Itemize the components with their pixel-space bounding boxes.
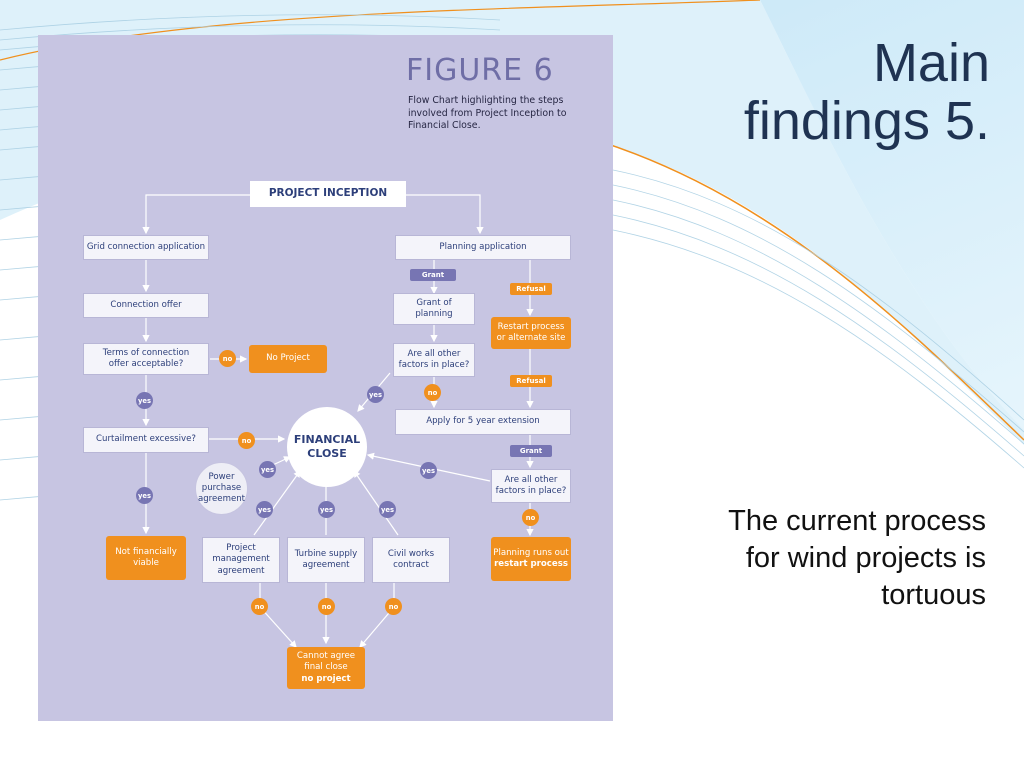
slide-title: Main findings 5. bbox=[744, 34, 990, 150]
label-yes: yes bbox=[379, 501, 396, 518]
figure-title: FIGURE 6 bbox=[406, 53, 554, 88]
node-text: factors in place? bbox=[495, 486, 567, 496]
label-yes: yes bbox=[318, 501, 335, 518]
node-apply-extension: Apply for 5 year extension bbox=[395, 409, 571, 435]
node-text: purchase bbox=[201, 482, 242, 493]
connector bbox=[259, 583, 297, 648]
node-terms-of-connection: Terms of connection offer acceptable? bbox=[83, 343, 209, 375]
node-text: Terms of connection bbox=[102, 347, 190, 358]
caption-line: Flow Chart highlighting the steps bbox=[408, 95, 564, 106]
node-text: agreement bbox=[197, 494, 246, 505]
node-text: final close bbox=[304, 662, 348, 673]
node-not-financially-viable: Not financially viable bbox=[106, 536, 186, 580]
node-text: Turbine supply bbox=[294, 548, 358, 559]
node-planning-runs-out: Planning runs out restart process bbox=[491, 537, 571, 581]
connector bbox=[406, 194, 484, 235]
label-refusal: Refusal bbox=[510, 283, 552, 295]
figure-caption: Flow Chart highlighting the steps involv… bbox=[408, 95, 608, 133]
node-text: Are all other bbox=[407, 348, 461, 359]
node-planning-application: Planning application bbox=[395, 235, 571, 260]
label-no: no bbox=[219, 350, 236, 367]
label-grant: Grant bbox=[510, 445, 552, 457]
label-yes: yes bbox=[136, 487, 153, 504]
node-cannot-agree: Cannot agree final close no project bbox=[287, 647, 365, 689]
node-text: agreement bbox=[217, 565, 265, 576]
body-line: tortuous bbox=[881, 579, 986, 611]
label-no: no bbox=[318, 598, 335, 615]
node-text: offer acceptable? bbox=[108, 359, 184, 369]
connector bbox=[253, 470, 301, 536]
node-restart-process: Restart process or alternate site bbox=[491, 317, 571, 349]
label-yes: yes bbox=[136, 392, 153, 409]
node-text: contract bbox=[393, 560, 429, 570]
node-text: Civil works bbox=[387, 548, 435, 559]
label-grant: Grant bbox=[410, 269, 456, 281]
node-text: restart process bbox=[494, 559, 568, 569]
caption-line: Financial Close. bbox=[408, 120, 481, 131]
label-yes: yes bbox=[259, 461, 276, 478]
node-text: Cannot agree bbox=[296, 651, 356, 662]
slide-body-text: The current process for wind projects is… bbox=[656, 503, 986, 614]
node-text: agreement bbox=[302, 560, 350, 570]
connector bbox=[353, 470, 399, 536]
node-text: Planning runs out bbox=[493, 547, 569, 558]
node-civil-works-contract: Civil works contract bbox=[372, 537, 450, 583]
connector bbox=[359, 583, 395, 648]
node-all-other-factors-1: Are all other factors in place? bbox=[393, 343, 475, 377]
node-text: management bbox=[212, 554, 270, 565]
caption-line: involved from Project Inception to bbox=[408, 107, 567, 119]
node-power-purchase-agreement: Power purchase agreement bbox=[195, 462, 248, 515]
node-no-project: No Project bbox=[249, 345, 327, 373]
connector bbox=[142, 194, 250, 235]
flowchart-figure: FIGURE 6 Flow Chart highlighting the ste… bbox=[38, 35, 613, 721]
label-no: no bbox=[238, 432, 255, 449]
node-grant-of-planning: Grant of planning bbox=[393, 293, 475, 325]
label-no: no bbox=[251, 598, 268, 615]
label-no: no bbox=[424, 384, 441, 401]
node-project-management-agreement: Project management agreement bbox=[202, 537, 280, 583]
node-text: Project bbox=[226, 543, 256, 554]
label-no: no bbox=[522, 509, 539, 526]
body-line: The current process bbox=[728, 505, 986, 537]
body-line: for wind projects is bbox=[745, 542, 986, 574]
label-refusal: Refusal bbox=[510, 375, 552, 387]
node-text: CLOSE bbox=[307, 447, 347, 460]
node-text: Not financially bbox=[115, 546, 177, 557]
slide-title-line: findings 5. bbox=[743, 91, 990, 151]
node-text: FINANCIAL bbox=[293, 433, 361, 446]
node-connection-offer: Connection offer bbox=[83, 293, 209, 318]
node-text: Power bbox=[208, 471, 235, 482]
node-text: Are all other bbox=[504, 474, 558, 485]
node-all-other-factors-2: Are all other factors in place? bbox=[491, 469, 571, 503]
node-text: viable bbox=[133, 558, 159, 568]
node-text: or alternate site bbox=[496, 333, 566, 343]
node-text: Connection offer bbox=[110, 299, 182, 310]
node-curtailment-excessive: Curtailment excessive? bbox=[83, 427, 209, 453]
node-grid-connection-application: Grid connection application bbox=[83, 235, 209, 260]
node-text: planning bbox=[415, 309, 453, 319]
node-text: Grant of bbox=[416, 297, 452, 308]
slide-title-line: Main bbox=[872, 33, 990, 93]
node-financial-close: FINANCIAL CLOSE bbox=[287, 407, 367, 487]
label-yes: yes bbox=[367, 386, 384, 403]
node-text: no project bbox=[301, 673, 351, 684]
label-yes: yes bbox=[420, 462, 437, 479]
node-project-inception: PROJECT INCEPTION bbox=[250, 181, 406, 207]
node-text: Restart process bbox=[497, 321, 565, 332]
node-turbine-supply-agreement: Turbine supply agreement bbox=[287, 537, 365, 583]
label-yes: yes bbox=[256, 501, 273, 518]
label-no: no bbox=[385, 598, 402, 615]
node-text: factors in place? bbox=[398, 360, 470, 370]
